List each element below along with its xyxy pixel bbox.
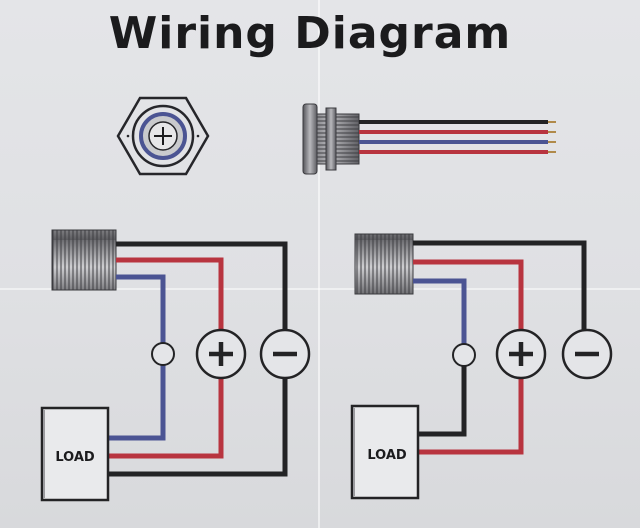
hex-nut-outline [116, 96, 210, 176]
right-wiring-diagram: LOAD [350, 233, 613, 500]
right-terminal-neutral [452, 343, 476, 367]
switch-side-view [302, 103, 556, 175]
paper-fold-horizontal [0, 288, 640, 290]
left-switch-body [51, 229, 117, 291]
right-plus-icon [509, 342, 533, 366]
right-switch-body [354, 233, 414, 295]
switch-front-view [116, 96, 210, 176]
page-title: Wiring Diagram [108, 8, 512, 59]
paper-fold-vertical [318, 0, 320, 528]
right-load-box [350, 404, 420, 500]
right-wire-black-lower [418, 366, 467, 437]
switch-bezel [302, 103, 318, 175]
bezel-outer-ring [131, 104, 195, 168]
left-plus-icon [209, 342, 233, 366]
center-dot-left [126, 134, 130, 138]
left-load-box [40, 406, 110, 502]
switch-thread-body [316, 113, 360, 165]
switch-nut [325, 107, 337, 171]
center-dot-right [196, 134, 200, 138]
right-wire-blue [413, 278, 467, 344]
left-wiring-diagram: LOAD [40, 229, 311, 502]
left-terminal-neutral [151, 342, 175, 366]
left-load-label: LOAD [55, 450, 95, 465]
right-wire-black-upper [413, 240, 587, 334]
right-load-label: LOAD [367, 448, 407, 463]
